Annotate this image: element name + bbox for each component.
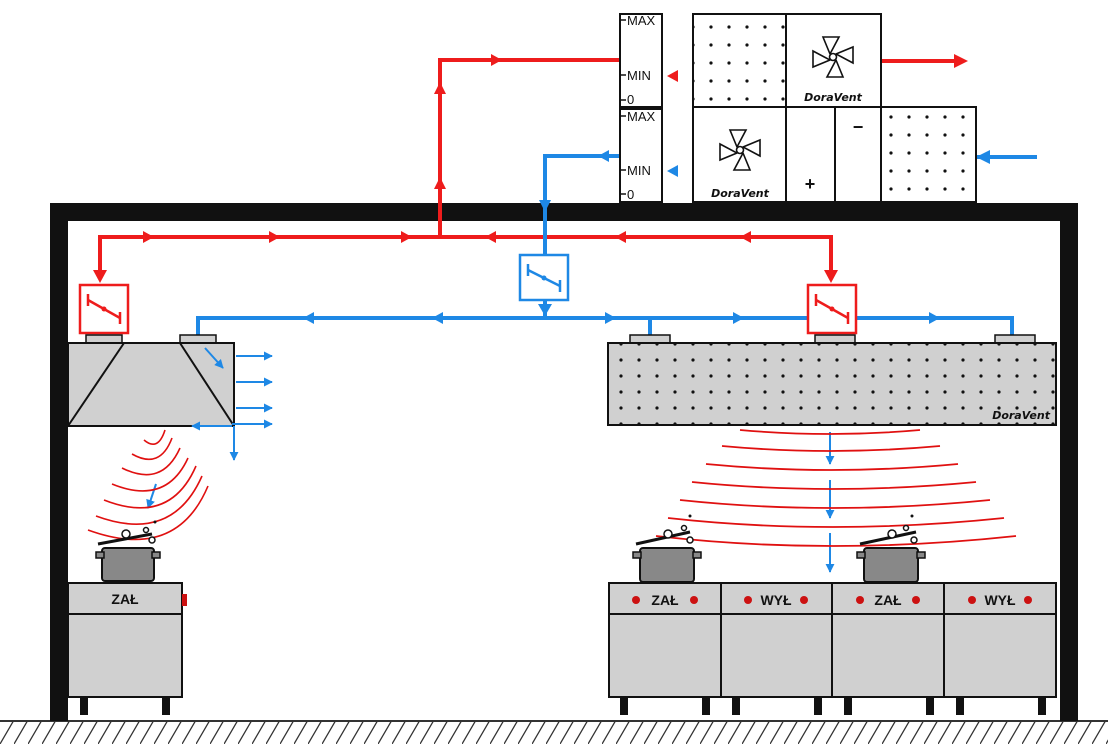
hood-brand: DoraVent xyxy=(992,409,1051,422)
building-frame xyxy=(50,203,1078,721)
fan-icon xyxy=(812,36,854,78)
exhaust-max-label: MAX xyxy=(627,13,656,28)
left-exhaust-hood xyxy=(67,342,235,427)
pot-icon xyxy=(856,514,926,583)
right-heat-waves xyxy=(655,429,1017,547)
exhaust-min-label: MIN xyxy=(627,68,651,83)
cooler-section xyxy=(834,106,882,203)
left-heat-waves xyxy=(87,429,209,541)
pot-icon xyxy=(95,520,161,582)
supply-filter xyxy=(880,106,977,203)
appliance-panel-1: ZAŁ xyxy=(632,592,698,608)
appliance-panel-3: ZAŁ xyxy=(856,592,920,608)
damper-icon xyxy=(806,283,858,335)
appliance-status-2: WYŁ xyxy=(760,592,792,608)
exhaust-damper-panel: MAX MIN 0 xyxy=(619,13,663,108)
heater-section xyxy=(785,106,836,203)
heater-plus-label: + xyxy=(805,174,816,194)
duct-collars xyxy=(85,334,1036,344)
appliance-panel-2: WYŁ xyxy=(744,592,808,608)
right-supply-hood: DoraVent xyxy=(607,342,1057,426)
cooler-minus-label: − xyxy=(853,117,864,137)
supply-min-label: MIN xyxy=(627,163,651,178)
exhaust-unit: DoraVent xyxy=(692,13,882,108)
pot-icon xyxy=(632,514,702,583)
supply-flow-arrows xyxy=(303,150,990,324)
supply-zero-label: 0 xyxy=(627,187,634,202)
exhaust-zero-label: 0 xyxy=(627,92,634,107)
appliance-status-3: ZAŁ xyxy=(874,592,902,608)
appliance-status-1: ZAŁ xyxy=(651,592,679,608)
fan-icon xyxy=(719,129,761,171)
left-hood-air-flow xyxy=(146,347,273,509)
supply-max-label: MAX xyxy=(627,109,656,124)
supply-unit: DoraVent + − xyxy=(692,106,977,203)
supply-unit-brand: DoraVent xyxy=(711,187,770,200)
supply-damper-panel: MAX MIN 0 xyxy=(619,108,663,203)
exhaust-unit-brand: DoraVent xyxy=(804,91,863,104)
exhaust-filter xyxy=(692,13,787,108)
ground xyxy=(0,720,1108,744)
appliance-status-4: WYŁ xyxy=(984,592,1016,608)
exhaust-flow-arrows xyxy=(93,54,968,283)
left-appliance-status: ZAŁ xyxy=(111,591,139,607)
appliance-legs xyxy=(620,697,1046,715)
damper-icon xyxy=(78,283,130,335)
right-appliances: ZAŁ WYŁ ZAŁ WYŁ xyxy=(608,582,1057,715)
left-appliance: ZAŁ xyxy=(67,582,187,715)
appliance-panel-4: WYŁ xyxy=(968,592,1032,608)
damper-icon xyxy=(518,253,570,302)
